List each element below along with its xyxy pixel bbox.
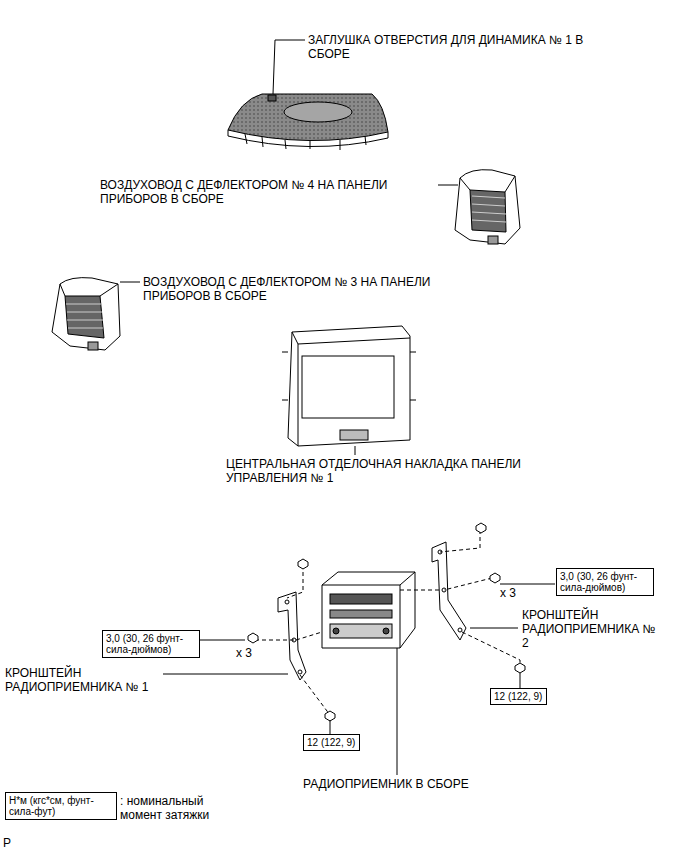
legend-sample-box: Н*м (кгс*см, фунт-сила-фут) xyxy=(5,792,117,820)
center-panel xyxy=(282,326,416,446)
torque-value: 3,0 (30, 26 фунт-сила-дюймов) xyxy=(560,571,650,593)
torque-box: 3,0 (30, 26 фунт-сила-дюймов) xyxy=(102,630,200,658)
part-label: РАДИОПРИЕМНИК В СБОРЕ xyxy=(303,777,563,791)
radio-receiver xyxy=(322,572,415,648)
torque-value: 3,0 (30, 26 фунт-сила-дюймов) xyxy=(106,633,196,655)
part-label: ВОЗДУХОВОД С ДЕФЛЕКТОРОМ № 3 НА ПАНЕЛИ П… xyxy=(143,275,478,303)
figure-mark: P xyxy=(3,836,23,850)
air-vent xyxy=(455,170,520,244)
bracket xyxy=(432,542,466,640)
air-vent xyxy=(52,278,120,350)
quantity-label: x 3 xyxy=(236,646,266,660)
torque-box: 12 (122, 9) xyxy=(303,734,360,751)
part-label: КРОНШТЕЙН РАДИОПРИЕМНИКА № 1 xyxy=(5,666,165,694)
torque-value: 12 (122, 9) xyxy=(494,691,543,702)
torque-value: Н*м (кгс*см, фунт-сила-фут) xyxy=(9,795,113,817)
part-label: КРОНШТЕЙН РАДИОПРИЕМНИКА № 2 xyxy=(522,608,662,650)
speaker-cover xyxy=(228,94,388,150)
bolt xyxy=(248,523,525,728)
part-label: ВОЗДУХОВОД С ДЕФЛЕКТОРОМ № 4 НА ПАНЕЛИ П… xyxy=(100,178,435,206)
part-label: ЗАГЛУШКА ОТВЕРСТИЯ ДЛЯ ДИНАМИКА № 1 В СБ… xyxy=(308,33,608,61)
torque-box: 12 (122, 9) xyxy=(490,688,547,705)
part-label: ЦЕНТРАЛЬНАЯ ОТДЕЛОЧНАЯ НАКЛАДКА ПАНЕЛИ У… xyxy=(226,457,566,485)
torque-box: 3,0 (30, 26 фунт-сила-дюймов) xyxy=(556,568,654,596)
torque-value: 12 (122, 9) xyxy=(307,737,356,748)
bracket xyxy=(278,592,306,680)
quantity-label: x 3 xyxy=(500,586,530,600)
legend-text: : номинальный момент затяжки xyxy=(120,794,230,822)
